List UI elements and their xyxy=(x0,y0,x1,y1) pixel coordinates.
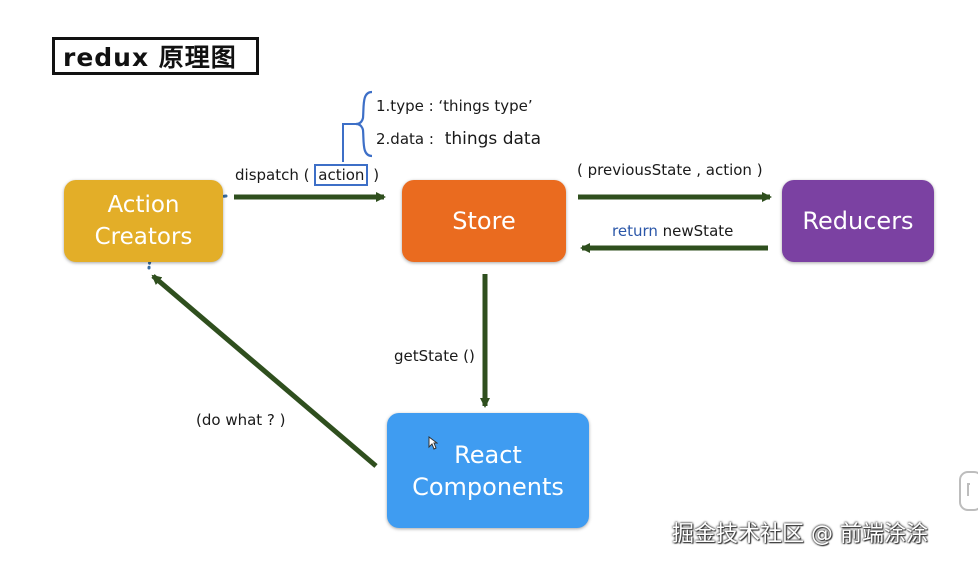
action-boxed-label: action xyxy=(314,164,369,186)
get-state-label: getState () xyxy=(394,347,475,365)
do-what-label: (do what ? ) xyxy=(196,411,286,429)
side-handle-icon[interactable] xyxy=(958,470,978,514)
dispatch-suffix: ) xyxy=(373,166,380,184)
action-type-line: 1.type : ‘things type’ xyxy=(376,97,533,115)
reducers-label: Reducers xyxy=(802,207,914,235)
reducers-node[interactable]: Reducers xyxy=(782,180,934,262)
action-creators-label-line2: Creators xyxy=(94,224,193,250)
store-label: Store xyxy=(452,207,516,235)
brace-icon xyxy=(355,90,373,158)
action-creators-node[interactable]: Action Creators xyxy=(64,180,223,262)
brace-connector xyxy=(342,123,360,162)
react-components-label-line1: React xyxy=(454,440,522,469)
previous-state-label: ( previousState , action ) xyxy=(577,161,763,179)
action-data-prefix: 2.data : xyxy=(376,130,434,148)
watermark: 掘金技术社区 @ 前端涂涂 xyxy=(672,522,928,547)
dispatch-prefix: dispatch ( xyxy=(235,166,310,184)
return-keyword: return xyxy=(612,222,658,240)
store-node[interactable]: Store xyxy=(402,180,566,262)
mouse-cursor-icon xyxy=(428,436,438,450)
page-title: redux 原理图 xyxy=(52,37,259,75)
do-what-arrow xyxy=(151,274,378,468)
new-state-value: newState xyxy=(662,222,734,240)
action-data-value: things data xyxy=(444,129,541,149)
dispatch-label: dispatch ( action ) xyxy=(235,164,379,186)
action-data-line: 2.data : things data xyxy=(376,129,541,149)
action-creators-label-line1: Action xyxy=(107,192,180,218)
return-new-state-label: return newState xyxy=(612,222,733,240)
react-components-label-line2: Components xyxy=(412,472,564,501)
react-components-node[interactable]: React Components xyxy=(387,413,589,528)
